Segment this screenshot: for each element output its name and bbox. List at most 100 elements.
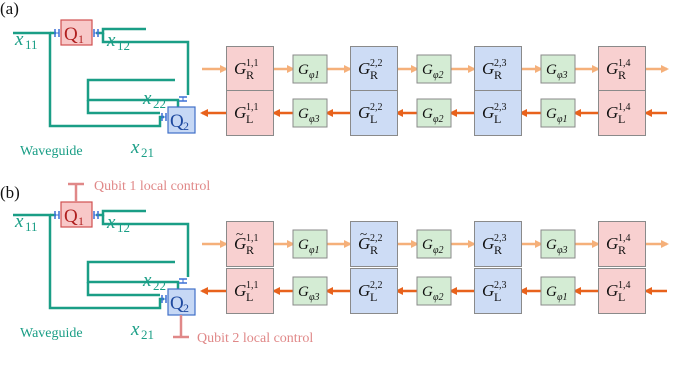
gate-bottom-5-sup: 2,3: [494, 280, 507, 291]
gate-top-1-sup: 1,1: [246, 233, 259, 244]
qubit-1-label: Q: [64, 206, 78, 227]
gate-bottom-2-symbol: G: [298, 284, 309, 300]
gate-bottom-7-sup: 1,4: [618, 102, 631, 113]
gate-bottom-7-sup: 1,4: [618, 280, 631, 291]
gate-top-6-sub: φ3: [557, 245, 568, 256]
gate-bottom-5-symbol: G: [482, 281, 494, 300]
gate-top-6-sub: φ3: [557, 70, 568, 81]
label-x21-base: x: [130, 137, 140, 158]
gate-bottom-6-sub: φ1: [557, 114, 568, 125]
gate-top-6-rect: [540, 54, 576, 84]
gate-top-2-rect: [292, 229, 328, 259]
gate-top-7-sup: 1,4: [618, 58, 631, 69]
gate-bottom-7-symbol: G: [606, 103, 618, 122]
gate-top-4-symbol: G: [422, 62, 433, 78]
gate-top-7-rect: [598, 46, 646, 92]
gate-bottom-4-rect: [416, 276, 452, 306]
gate-bottom-1-sup: 1,1: [246, 102, 259, 113]
qubit-1-sub: 1: [78, 214, 84, 228]
label-x21-sub: 21: [141, 327, 154, 342]
gate-top-3-rect: [350, 46, 398, 92]
wire-x12: [101, 33, 190, 95]
gate-bottom-2-symbol: G: [298, 106, 309, 122]
gate-top-7-sub: R: [618, 243, 626, 257]
gate-top-7-symbol: G: [606, 234, 618, 253]
gate-top-3-symbol: G: [358, 234, 370, 253]
gate-top-5-symbol: G: [482, 234, 494, 253]
gate-top-5-sub: R: [494, 68, 502, 82]
gate-bottom-2-rect: [292, 98, 328, 128]
coupler-q2-left: [161, 295, 167, 303]
gate-top-7-sup: 1,4: [618, 233, 631, 244]
gate-top-3-sub: R: [370, 68, 378, 82]
gate-bottom-6-symbol: G: [546, 106, 557, 122]
gate-bottom-3-rect: [350, 268, 398, 314]
qubit-2-sub: 2: [183, 301, 189, 315]
wire-loop: [86, 282, 160, 297]
label-x11-base: x: [14, 29, 24, 50]
qubit-2-rect: [167, 106, 196, 134]
gate-top-7-symbol: G: [606, 59, 618, 78]
label-x22-base: x: [142, 270, 152, 291]
gate-top-4-sub: φ2: [433, 70, 444, 81]
gate-top-4-symbol: G: [422, 237, 433, 253]
label-x21-sub: 21: [141, 145, 154, 160]
gate-bottom-3-sub: L: [370, 290, 377, 304]
gate-top-1-sup: 1,1: [246, 58, 259, 69]
gate-bottom-2-sub: φ3: [309, 292, 320, 303]
label-x21-base: x: [130, 319, 140, 340]
gate-top-4-rect: [416, 54, 452, 84]
gate-bottom-4-symbol: G: [422, 284, 433, 300]
gate-bottom-1-sub: L: [246, 290, 253, 304]
panel-b-label: (b): [0, 183, 20, 202]
qubit-1-label: Q: [64, 24, 78, 45]
gate-top-7-rect: [598, 221, 646, 267]
wire-x12-top: [96, 209, 146, 217]
gate-bottom-5-symbol: G: [482, 103, 494, 122]
gate-top-6-symbol: G: [546, 237, 557, 253]
gate-top-5-symbol: G: [482, 59, 494, 78]
panel-a-label: (a): [0, 0, 19, 18]
gate-bottom-5-rect: [474, 90, 522, 136]
gate-top-3: G~R2,2: [350, 221, 398, 267]
gate-bottom-7-sub: L: [618, 290, 625, 304]
gate-bottom-5-sub: L: [494, 290, 501, 304]
gate-top-1-sub: R: [246, 243, 254, 257]
gate-bottom-4-symbol: G: [422, 106, 433, 122]
label-x11-sub: 11: [25, 219, 38, 234]
label-x11-base: x: [14, 211, 24, 232]
gate-bottom-1-rect: [226, 90, 274, 136]
qubit-2-rect: [167, 288, 196, 316]
gate-top-1-symbol: G: [234, 234, 246, 253]
gate-bottom-2-rect: [292, 276, 328, 306]
gate-bottom-1-sup: 1,1: [246, 280, 259, 291]
label-x12-sub: 12: [117, 220, 130, 235]
gate-top-3-sub: R: [370, 243, 378, 257]
gate-top-2-sub: φ1: [309, 70, 320, 81]
gate-top-2-rect: [292, 54, 328, 84]
label-x12-base: x: [106, 30, 116, 51]
gate-bottom-4-sub: φ2: [433, 292, 444, 303]
gate-bottom-1-symbol: G: [234, 281, 246, 300]
coupler-q2-top: [179, 278, 187, 284]
gate-bottom-1-sub: L: [246, 112, 253, 126]
gate-top-5-sup: 2,3: [494, 58, 507, 69]
gate-bottom-6-sub: φ1: [557, 292, 568, 303]
gate-top-4-sub: φ2: [433, 245, 444, 256]
